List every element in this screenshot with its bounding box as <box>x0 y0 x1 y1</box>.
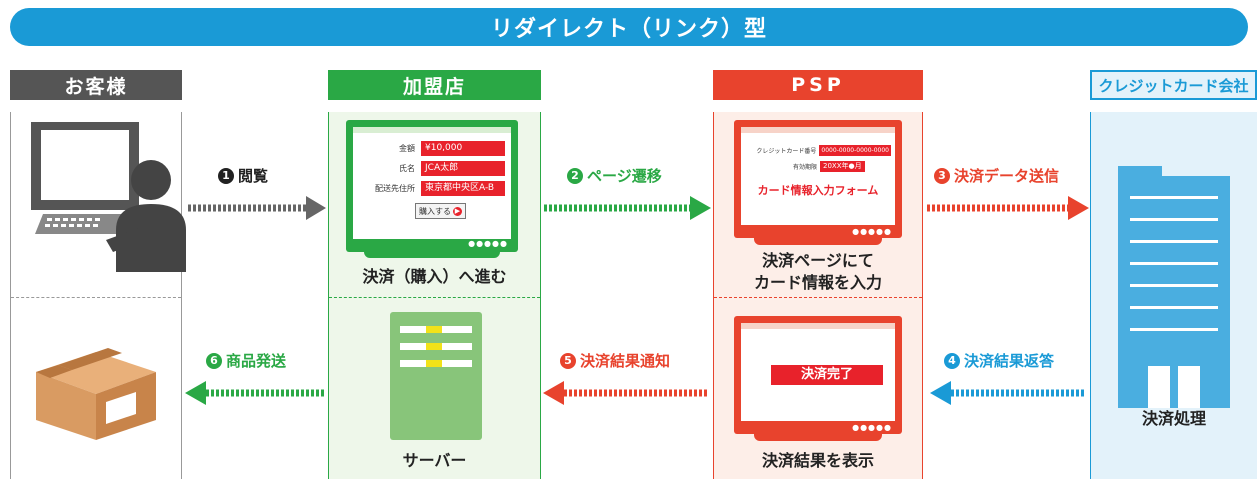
step-text: 決済結果通知 <box>580 352 671 370</box>
caption-payment-processing: 決済処理 <box>1141 409 1206 428</box>
caption-line-1: 決済ページにて <box>762 251 874 270</box>
arrow-right-icon: ▶ <box>453 206 462 216</box>
card-number-label: クレジットカード番号 <box>756 148 817 155</box>
arrow-step-4 <box>930 381 1086 405</box>
step-6-label: 6 商品発送 <box>206 350 286 371</box>
lane-merchant: 金額 ¥10,000 氏名 JCA太郎 配送先住所 東京都中央区A-B 購入する… <box>328 112 541 479</box>
name-label: 氏名 <box>399 164 415 173</box>
step-text: 決済結果返答 <box>964 352 1055 370</box>
step-number-badge: 4 <box>944 352 960 369</box>
diagram-title: リダイレクト（リンク）型 <box>10 8 1248 46</box>
card-form-title: カード情報入力フォーム <box>757 184 879 197</box>
lane-header-merchant: 加盟店 <box>328 70 541 100</box>
monitor-dots-icon: ●●●●● <box>852 423 892 432</box>
merchant-monitor: 金額 ¥10,000 氏名 JCA太郎 配送先住所 東京都中央区A-B 購入する… <box>346 120 518 252</box>
caption-show-result: 決済結果を表示 <box>761 451 874 470</box>
lane-divider <box>329 297 540 298</box>
step-text: ページ遷移 <box>587 167 662 185</box>
computer-user-icon <box>31 122 186 272</box>
step-3-label: 3 決済データ送信 <box>934 165 1059 186</box>
card-number-field: 0000-0000-0000-0000 <box>819 145 891 156</box>
building-icon <box>1118 166 1230 408</box>
expiry-label: 有効期限 <box>793 164 818 171</box>
buy-button[interactable]: 購入する ▶ <box>415 203 466 219</box>
amount-label: 金額 <box>399 144 415 153</box>
caption-enter-card-info: 決済ページにて カード情報を入力 <box>714 250 922 294</box>
step-text: 閲覧 <box>238 167 269 185</box>
lane-header-card-company: クレジットカード会社 <box>1090 70 1257 100</box>
monitor-dots-icon: ●●●●● <box>468 239 508 248</box>
lane-divider <box>11 297 181 298</box>
address-field: 東京都中央区A-B <box>421 181 505 196</box>
lane-card-company: 決済処理 <box>1090 112 1257 479</box>
monitor-dots-icon: ●●●●● <box>852 227 892 236</box>
arrow-step-3 <box>927 196 1089 220</box>
psp-input-monitor: クレジットカード番号 0000-0000-0000-0000 有効期限 20XX… <box>734 120 902 238</box>
step-number-badge: 1 <box>218 167 234 184</box>
arrow-step-1 <box>188 196 326 220</box>
package-icon <box>36 348 156 440</box>
caption-proceed-purchase: 決済（購入）へ進む <box>362 267 507 286</box>
step-1-label: 1 閲覧 <box>218 165 268 186</box>
step-text: 決済データ送信 <box>954 167 1060 185</box>
step-number-badge: 3 <box>934 167 950 184</box>
name-field: JCA太郎 <box>421 161 505 176</box>
psp-result-monitor: 決済完了 ●●●●● <box>734 316 902 434</box>
arrow-step-6 <box>185 381 325 405</box>
payment-complete-banner: 決済完了 <box>771 365 883 385</box>
step-number-badge: 2 <box>567 167 583 184</box>
address-label: 配送先住所 <box>375 184 415 193</box>
step-2-label: 2 ページ遷移 <box>567 165 662 186</box>
step-5-label: 5 決済結果通知 <box>560 350 670 371</box>
lane-psp: クレジットカード番号 0000-0000-0000-0000 有効期限 20XX… <box>713 112 923 479</box>
arrow-step-2 <box>544 196 711 220</box>
step-number-badge: 6 <box>206 352 222 369</box>
amount-field: ¥10,000 <box>421 141 505 156</box>
caption-line-2: カード情報を入力 <box>753 273 882 292</box>
lane-header-customer: お客様 <box>10 70 182 100</box>
arrow-step-5 <box>543 381 709 405</box>
step-text: 商品発送 <box>226 352 287 370</box>
expiry-field: 20XX年●月 <box>820 161 865 172</box>
step-number-badge: 5 <box>560 352 576 369</box>
server-icon <box>390 312 482 440</box>
lane-customer <box>10 112 186 479</box>
step-4-label: 4 決済結果返答 <box>944 350 1054 371</box>
caption-server: サーバー <box>402 451 467 470</box>
lane-header-psp: PSP <box>713 70 923 100</box>
lane-divider <box>714 297 922 298</box>
buy-button-label: 購入する <box>419 206 451 216</box>
